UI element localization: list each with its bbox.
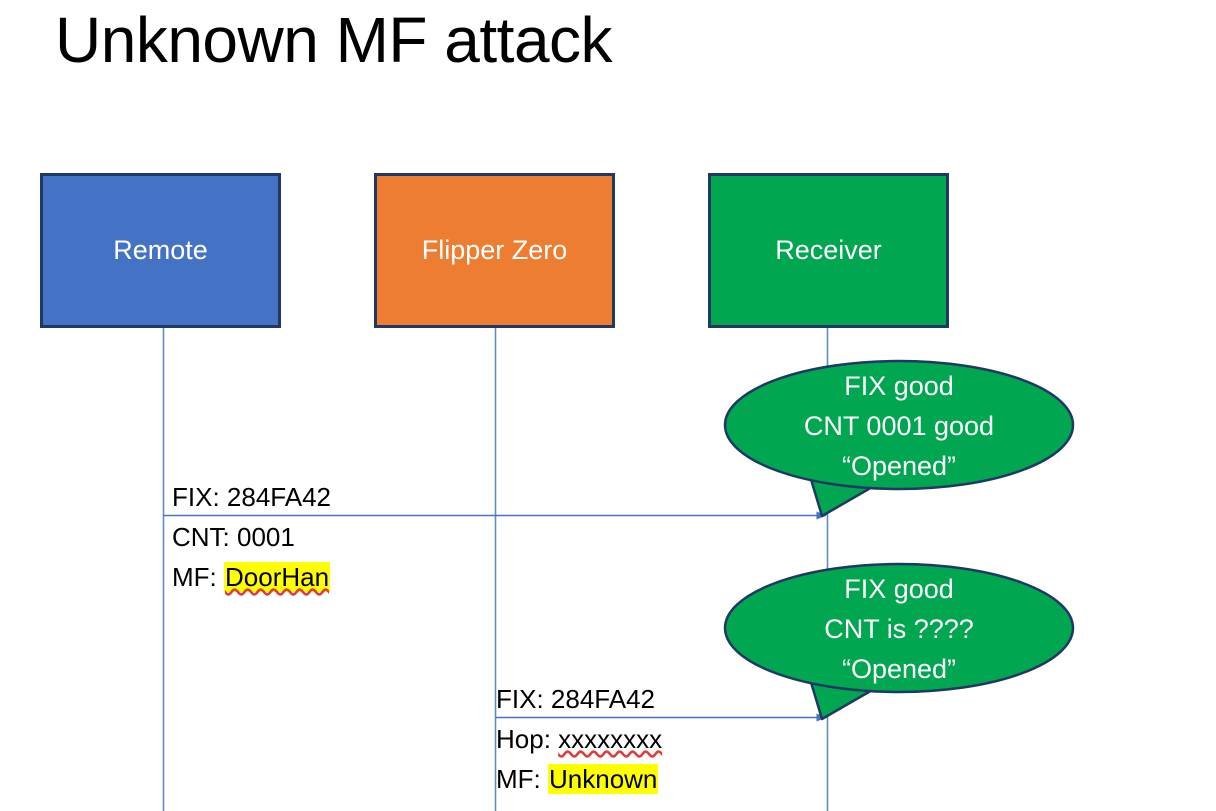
message-2-hop-value: xxxxxxxx	[558, 724, 663, 754]
message-1-line-mf: MF: DoorHan	[172, 557, 331, 597]
message-2-line-hop: Hop: xxxxxxxx	[496, 719, 662, 759]
actor-box-remote[interactable]: Remote	[40, 173, 281, 328]
message-2-line-fix: FIX: 284FA42	[496, 679, 662, 719]
page-title: Unknown MF attack	[55, 4, 613, 76]
message-1-mf-key: MF:	[172, 562, 217, 592]
bubble-ellipse-1	[723, 359, 1075, 491]
message-1-fix-key: FIX:	[172, 482, 220, 512]
message-1-line-cnt: CNT: 0001	[172, 517, 331, 557]
message-1-mf-value: DoorHan	[224, 562, 331, 592]
message-1-cnt-value: 0001	[237, 522, 295, 552]
message-1-cnt-key: CNT:	[172, 522, 230, 552]
actor-label-flipper-zero: Flipper Zero	[421, 235, 568, 266]
actor-box-receiver[interactable]: Receiver	[708, 173, 949, 328]
actor-box-flipper-zero[interactable]: Flipper Zero	[374, 173, 615, 328]
actor-label-remote: Remote	[113, 235, 208, 266]
callout-bubble-1[interactable]	[722, 358, 1076, 523]
message-2-fix-value: 284FA42	[550, 684, 655, 714]
message-label-2: FIX: 284FA42 Hop: xxxxxxxx MF: Unknown	[496, 679, 662, 799]
actor-label-receiver: Receiver	[775, 235, 882, 266]
message-label-1: FIX: 284FA42 CNT: 0001 MF: DoorHan	[172, 477, 331, 597]
message-2-line-mf: MF: Unknown	[496, 759, 662, 799]
message-2-hop-key: Hop:	[496, 724, 551, 754]
bubble-ellipse-2	[723, 562, 1075, 694]
callout-bubble-2[interactable]	[722, 561, 1076, 726]
message-2-mf-key: MF:	[496, 764, 541, 794]
message-1-line-fix: FIX: 284FA42	[172, 477, 331, 517]
message-1-fix-value: 284FA42	[226, 482, 331, 512]
message-2-mf-value: Unknown	[548, 764, 659, 794]
message-2-fix-key: FIX:	[496, 684, 544, 714]
